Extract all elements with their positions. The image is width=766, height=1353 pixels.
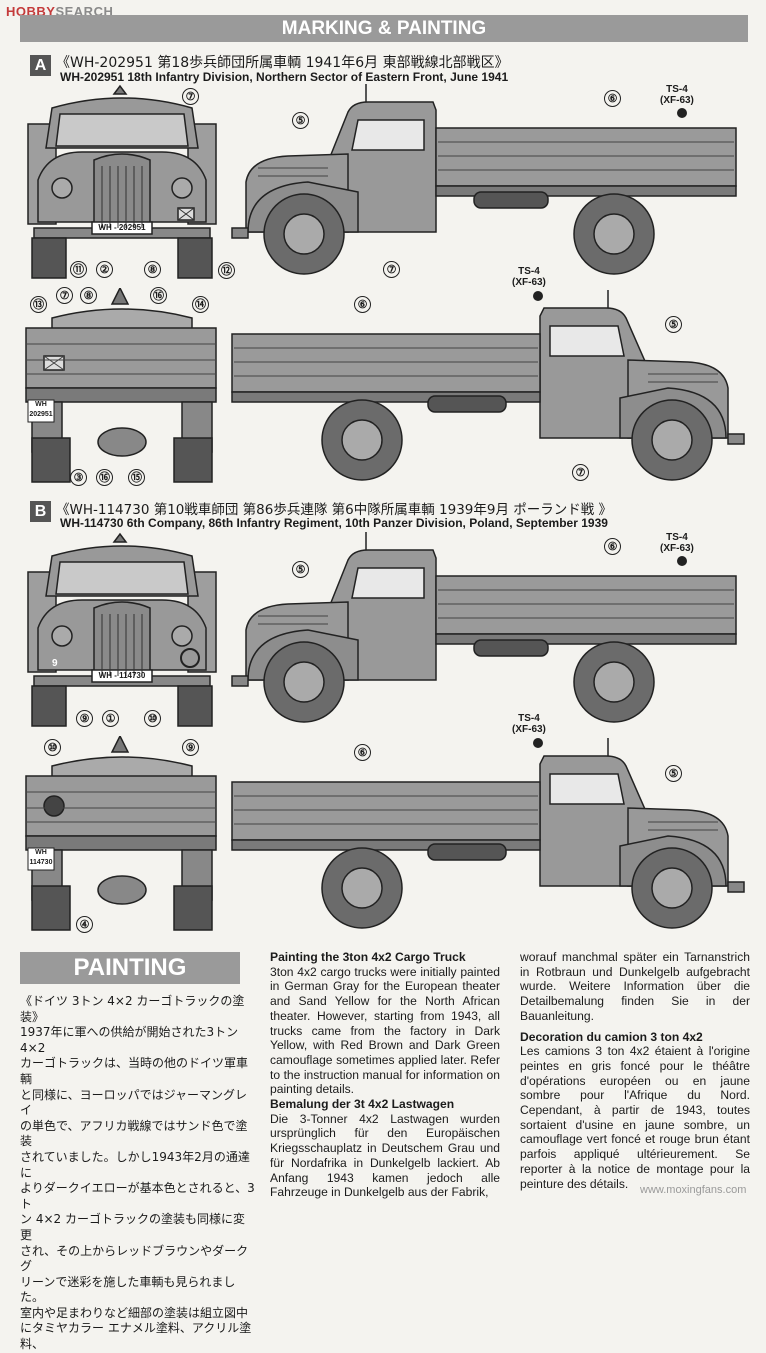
callout-a-rear-2: ⑦ <box>56 287 73 304</box>
section-b-badge: B <box>30 501 51 522</box>
callout-a-rear-4: ⑯ <box>150 287 167 304</box>
front-license-plate: WH - 202951 <box>98 223 146 232</box>
callout-b-side2-2: ⑤ <box>665 765 682 782</box>
callout-a-rear-3: ⑧ <box>80 287 97 304</box>
section-a-title-jp: 《WH-202951 第18歩兵師団所属車輌 1941年6月 東部戦線北部戦区》 <box>56 55 509 71</box>
paint-marker-a1 <box>677 108 687 118</box>
callout-b-side2-1: ⑥ <box>354 744 371 761</box>
paint-marker-b1 <box>677 556 687 566</box>
paint-label-a1: TS-4(XF-63) <box>660 84 694 106</box>
callout-b-rear-3: ④ <box>76 916 93 933</box>
callout-b-rear-1: ⑩ <box>44 739 61 756</box>
en-heading: Painting the 3ton 4x2 Cargo Truck <box>270 950 466 964</box>
section-a-badge: A <box>30 55 51 76</box>
truck-a-side-view-right <box>228 288 748 484</box>
callout-a-rear-1: ⑬ <box>30 296 47 313</box>
tactical-number: 9 <box>52 658 58 669</box>
callout-b-front-1: ⑨ <box>76 710 93 727</box>
truck-b-front-view: WH - 114730 9 <box>22 530 222 730</box>
callout-a-front-3: ② <box>96 261 113 278</box>
callout-a-front-5: ⑫ <box>218 262 235 279</box>
callout-a-side2-3: ⑦ <box>572 464 589 481</box>
site-watermark: www.moxingfans.com <box>640 1184 747 1196</box>
de-text-continued: worauf manchmal später ein Tarnanstrich … <box>520 950 750 1023</box>
paint-marker-b2 <box>533 738 543 748</box>
painting-header: PAINTING <box>20 952 240 984</box>
callout-a-rear-8: ⑮ <box>128 469 145 486</box>
callout-a-front-4: ⑧ <box>144 261 161 278</box>
marking-painting-banner: MARKING & PAINTING <box>20 15 748 42</box>
callout-a-side2-1: ⑥ <box>354 296 371 313</box>
en-text: 3ton 4x2 cargo trucks were initially pai… <box>270 964 500 1097</box>
callout-b-front-3: ⑩ <box>144 710 161 727</box>
callout-a-side1-2: ⑥ <box>604 90 621 107</box>
front-license-plate: WH - 114730 <box>98 671 146 680</box>
callout-a-front-1: ⑦ <box>182 88 199 105</box>
fr-heading: Decoration du camion 3 ton 4x2 <box>520 1029 703 1044</box>
de-text: Die 3-Tonner 4x2 Lastwagen wurden ursprü… <box>270 1111 500 1200</box>
callout-b-front-2: ① <box>102 710 119 727</box>
truck-a-front-view: WH - 202951 <box>22 82 222 282</box>
section-a-title-en: WH-202951 18th Infantry Division, Northe… <box>60 70 509 84</box>
callout-b-rear-2: ⑨ <box>182 739 199 756</box>
fr-text: Les camions 3 ton 4x2 étaient à l'origin… <box>520 1044 750 1191</box>
callout-a-side1-1: ⑤ <box>292 112 309 129</box>
callout-a-rear-7: ⑯ <box>96 469 113 486</box>
paint-label-b1: TS-4(XF-63) <box>660 532 694 554</box>
callout-a-front-2: ⑪ <box>70 261 87 278</box>
de-heading: Bemalung der 3t 4x2 Lastwagen <box>270 1097 455 1112</box>
callout-a-side1-3: ⑦ <box>383 261 400 278</box>
truck-b-side-view-left <box>228 530 748 730</box>
truck-a-side-view-left <box>228 82 748 282</box>
section-b-title-jp: 《WH-114730 第10戦車師団 第86歩兵連隊 第6中隊所属車輌 1939… <box>56 502 613 518</box>
paint-label-b2: TS-4(XF-63) <box>512 713 546 735</box>
painting-text-en-de: Painting the 3ton 4x2 Cargo Truck 3ton 4… <box>270 950 500 1200</box>
callout-b-side1-1: ⑤ <box>292 561 309 578</box>
callout-a-rear-6: ③ <box>70 469 87 486</box>
callout-b-side1-2: ⑥ <box>604 538 621 555</box>
truck-b-side-view-right <box>228 736 748 932</box>
painting-text-de-fr: worauf manchmal später ein Tarnanstrich … <box>520 950 750 1191</box>
paint-marker-a2 <box>533 291 543 301</box>
paint-label-a2: TS-4(XF-63) <box>512 266 546 288</box>
callout-a-side2-2: ⑤ <box>665 316 682 333</box>
section-b-title-en: WH-114730 6th Company, 86th Infantry Reg… <box>60 516 608 530</box>
painting-text-jp: 《ドイツ 3トン 4×2 カーゴトラックの塗装》 1937年に軍への供給が開始さ… <box>20 994 255 1352</box>
callout-a-rear-5: ⑭ <box>192 296 209 313</box>
